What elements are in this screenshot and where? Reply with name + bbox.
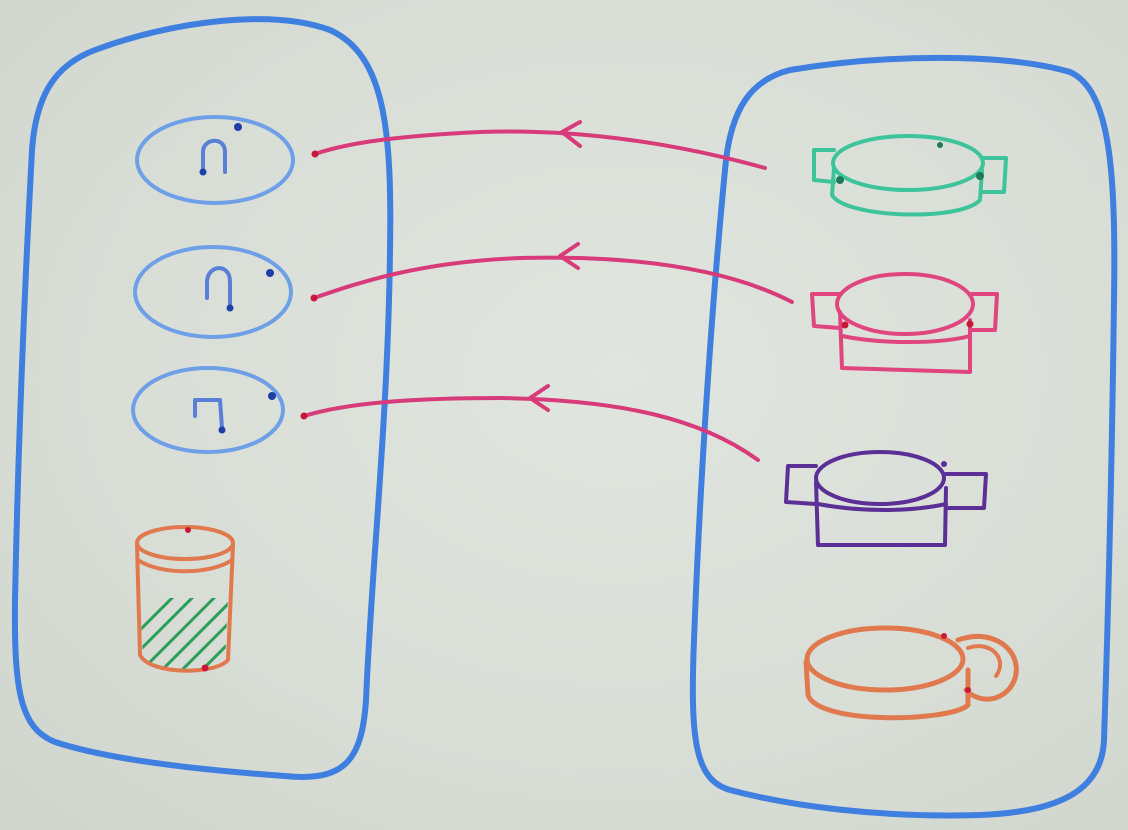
arrow-pot-1-to-slot-1 <box>311 120 767 170</box>
two-handled-pot-icon <box>784 450 988 547</box>
open-square-symbol-icon <box>193 398 224 430</box>
hatched-cylinder-icon <box>135 525 235 673</box>
arrow-pot-3-to-slot-3 <box>300 384 760 462</box>
left-slot-3 <box>131 366 285 454</box>
left-slot-2 <box>133 245 293 339</box>
arrow-pot-2-to-slot-2 <box>310 242 794 304</box>
one-handled-cup-icon <box>803 625 1019 721</box>
two-handled-pot-icon <box>810 272 999 374</box>
two-handled-pot-icon <box>812 134 1008 217</box>
left-slot-1 <box>135 115 295 205</box>
right-container-outline <box>689 54 1118 819</box>
left-container-outline <box>11 16 394 780</box>
arch-symbol-icon <box>205 266 232 308</box>
arch-symbol-icon <box>201 138 227 174</box>
